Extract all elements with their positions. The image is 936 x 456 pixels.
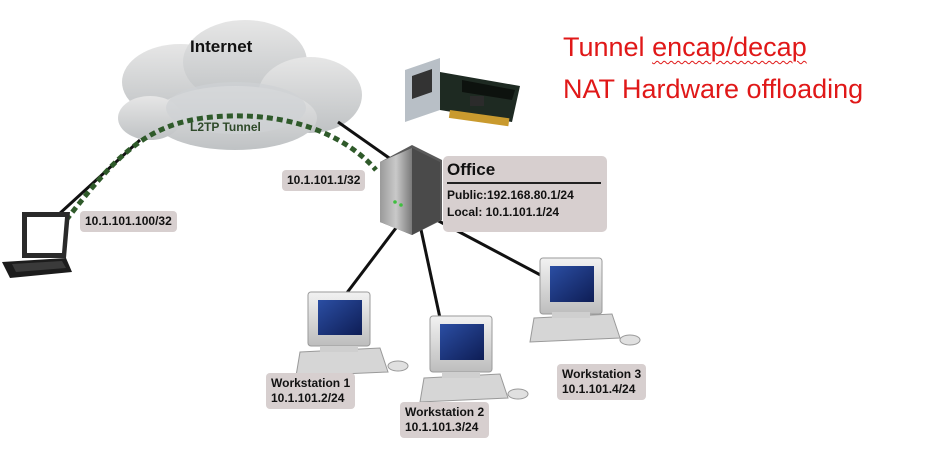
workstation-1-icon bbox=[295, 291, 409, 377]
headline-line-1: Tunnel encap/decap bbox=[563, 30, 807, 64]
office-public-ip: Public:192.168.80.1/24 bbox=[447, 188, 574, 202]
l2tp-tunnel-label: L2TP Tunnel bbox=[190, 120, 261, 134]
workstation-3-name: Workstation 3 bbox=[562, 367, 642, 381]
workstation-1-ip: 10.1.101.2/24 bbox=[271, 391, 345, 405]
workstation-3-label: Workstation 3 10.1.101.4/24 bbox=[557, 364, 647, 400]
office-local-ip: Local: 10.1.101.1/24 bbox=[447, 205, 560, 219]
workstation-2-name: Workstation 2 bbox=[405, 405, 485, 419]
network-card-icon bbox=[394, 54, 528, 136]
laptop-icon bbox=[2, 212, 72, 278]
workstation-2-label: Workstation 2 10.1.101.3/24 bbox=[400, 402, 490, 438]
laptop-ip-label: 10.1.101.100/32 bbox=[80, 211, 177, 232]
workstation-2-ip: 10.1.101.3/24 bbox=[405, 420, 479, 434]
workstation-2-icon bbox=[419, 315, 529, 403]
headline-word-tunnel: Tunnel bbox=[563, 32, 645, 62]
l2tp-tunnel-path bbox=[58, 113, 378, 230]
internet-cloud bbox=[118, 20, 362, 150]
router-icon bbox=[380, 145, 442, 235]
workstation-3-ip: 10.1.101.4/24 bbox=[562, 382, 636, 396]
internet-label: Internet bbox=[190, 37, 253, 56]
workstation-1-name: Workstation 1 bbox=[271, 376, 351, 390]
office-title: Office bbox=[447, 160, 496, 179]
workstation-3-icon bbox=[529, 257, 641, 346]
headline-word-encap: encap/decap bbox=[652, 32, 807, 62]
router-ip-label: 10.1.101.1/32 bbox=[282, 170, 366, 191]
workstation-1-label: Workstation 1 10.1.101.2/24 bbox=[266, 373, 356, 409]
headline-line-2: NAT Hardware offloading bbox=[563, 74, 864, 104]
office-title-rule bbox=[447, 182, 601, 184]
office-info-box: Office Public:192.168.80.1/24 Local: 10.… bbox=[443, 156, 607, 232]
